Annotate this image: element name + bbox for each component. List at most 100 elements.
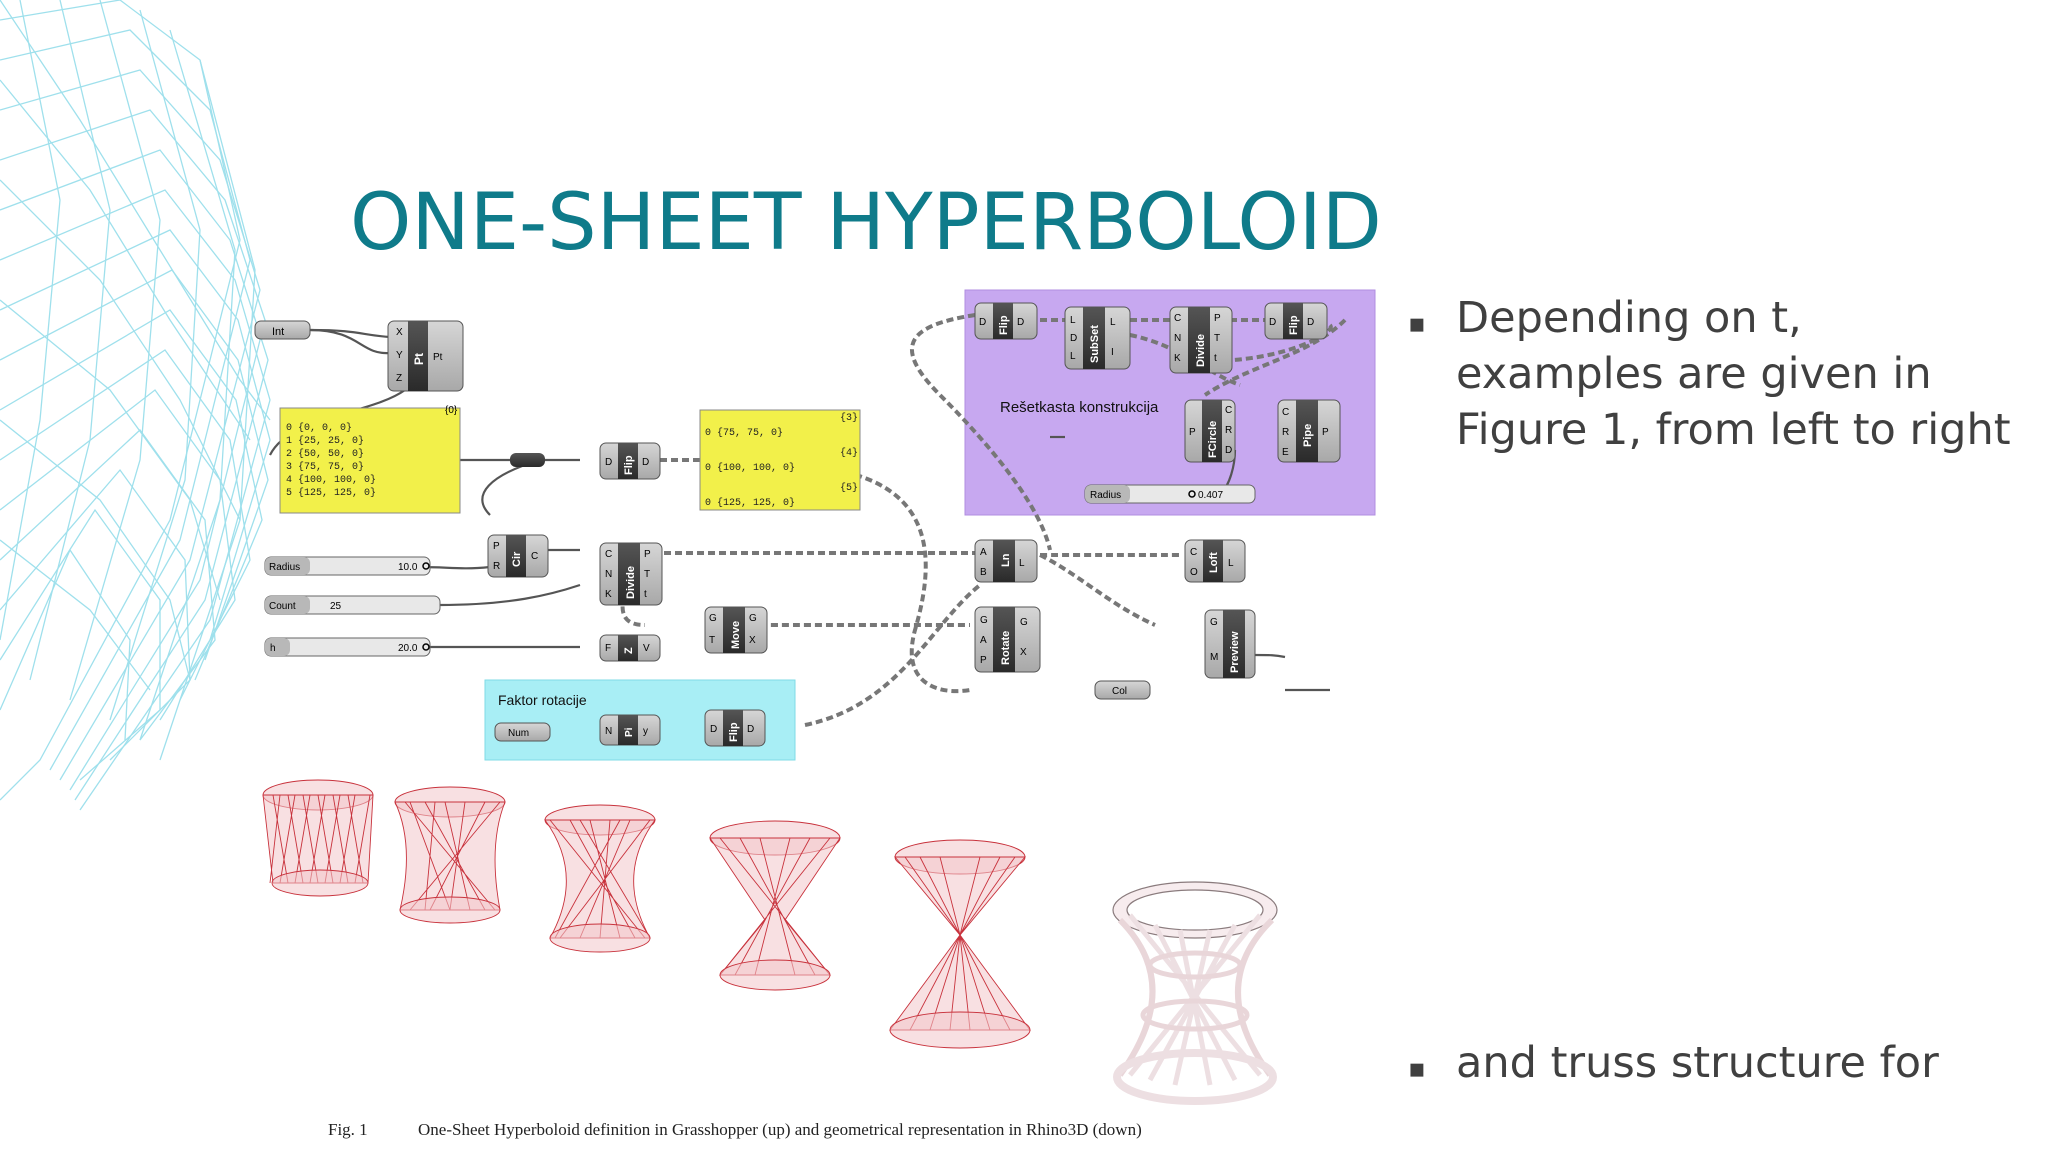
- group-purple-label: Rešetkasta konstrukcija: [1000, 399, 1159, 416]
- svg-text:2 {50, 50, 0}: 2 {50, 50, 0}: [286, 448, 364, 460]
- svg-text:G: G: [749, 613, 757, 624]
- svg-text:Flip: Flip: [998, 315, 1010, 335]
- svg-text:T: T: [709, 635, 715, 646]
- svg-text:D: D: [1017, 317, 1024, 328]
- z-component[interactable]: F V Z: [599, 634, 661, 662]
- cir-component[interactable]: P R C Cir: [487, 534, 549, 578]
- divide-component[interactable]: C N K P T t Divide: [599, 542, 663, 606]
- num-param[interactable]: Num: [494, 722, 551, 742]
- svg-text:L: L: [1070, 351, 1076, 362]
- render-hyperboloid-5: [889, 839, 1031, 1049]
- svg-text:0 {75, 75, 0}: 0 {75, 75, 0}: [705, 427, 783, 439]
- subset-component[interactable]: L D L L I SubSet: [1064, 306, 1131, 370]
- rotate-component[interactable]: G A P G X Rotate: [974, 606, 1041, 673]
- render-hyperboloid-4: [709, 820, 841, 991]
- pipe-radius-slider[interactable]: Radius 0.407: [1084, 484, 1256, 504]
- ln-component[interactable]: A B L Ln: [974, 539, 1038, 583]
- figure-caption-text: One-Sheet Hyperboloid definition in Gras…: [418, 1120, 1142, 1139]
- svg-text:D: D: [710, 724, 717, 735]
- svg-text:L: L: [1070, 315, 1076, 326]
- svg-text:Pt: Pt: [433, 352, 443, 363]
- count-slider[interactable]: Count 25: [264, 595, 441, 615]
- fcircle-component[interactable]: P C R D FCircle: [1184, 399, 1236, 463]
- svg-text:Flip: Flip: [1288, 315, 1300, 335]
- svg-text:R: R: [1282, 427, 1289, 438]
- svg-text:Z: Z: [396, 373, 402, 384]
- flip-component-1[interactable]: D D Flip: [599, 442, 661, 480]
- svg-text:Flip: Flip: [728, 722, 740, 742]
- svg-text:1 {25, 25, 0}: 1 {25, 25, 0}: [286, 435, 364, 447]
- svg-text:G: G: [1020, 617, 1028, 628]
- svg-text:R: R: [493, 561, 500, 572]
- svg-text:M: M: [1210, 652, 1218, 663]
- svg-text:P: P: [1322, 427, 1329, 438]
- svg-text:D: D: [605, 457, 612, 468]
- svg-text:Col: Col: [1112, 686, 1127, 697]
- svg-text:{4}: {4}: [840, 447, 858, 459]
- svg-text:{0}: {0}: [445, 405, 458, 416]
- svg-text:D: D: [979, 317, 986, 328]
- figure-grasshopper-rhino: Rešetkasta konstrukcija Faktor rotacije: [254, 289, 1376, 1139]
- svg-text:G: G: [980, 615, 988, 626]
- svg-text:Int: Int: [272, 326, 284, 338]
- svg-text:V: V: [643, 643, 650, 654]
- figure-caption-label: Fig. 1: [328, 1120, 368, 1139]
- col-param[interactable]: Col: [1094, 680, 1151, 700]
- render-truss-structure: [1112, 881, 1278, 1105]
- svg-text:D: D: [1225, 445, 1232, 456]
- svg-text:Preview: Preview: [1229, 631, 1241, 673]
- svg-text:{3}: {3}: [840, 412, 858, 424]
- svg-text:Loft: Loft: [1208, 552, 1220, 573]
- svg-text:10.0: 10.0: [398, 562, 418, 573]
- bullet-line: examples are given in: [1456, 349, 1932, 399]
- svg-text:5 {125, 125, 0}: 5 {125, 125, 0}: [286, 487, 376, 499]
- flip-component-3[interactable]: D D Flip: [974, 302, 1038, 340]
- bullet-marker: ▪: [1408, 309, 1426, 339]
- svg-text:T: T: [1214, 333, 1220, 344]
- flip-component-2[interactable]: D D Flip: [704, 709, 766, 747]
- move-component[interactable]: G T G X Move: [704, 606, 768, 654]
- svg-text:R: R: [1225, 425, 1232, 436]
- pipe-component[interactable]: C R E P Pipe: [1277, 399, 1341, 463]
- svg-text:P: P: [980, 655, 987, 666]
- panel-right[interactable]: {3} 0 {75, 75, 0} {4} 0 {100, 100, 0} {5…: [699, 409, 861, 511]
- svg-text:P: P: [1189, 427, 1196, 438]
- h-slider[interactable]: h 20.0: [264, 637, 431, 657]
- svg-text:SubSet: SubSet: [1089, 325, 1101, 363]
- svg-text:D: D: [642, 457, 649, 468]
- svg-text:{5}: {5}: [840, 482, 858, 494]
- pt-component[interactable]: X Y Z Pt Pt: [387, 320, 464, 392]
- svg-text:Flip: Flip: [623, 455, 635, 475]
- svg-text:C: C: [531, 551, 538, 562]
- render-hyperboloid-3: [544, 804, 656, 953]
- bullet-marker: ▪: [1408, 1054, 1426, 1084]
- svg-text:Num: Num: [508, 728, 529, 739]
- panel-left[interactable]: {0} 0 {0, 0, 0} 1 {25, 25, 0} 2 {50, 50,…: [279, 405, 461, 514]
- svg-text:Y: Y: [396, 350, 403, 361]
- svg-text:FCircle: FCircle: [1207, 421, 1219, 458]
- svg-text:C: C: [1190, 547, 1197, 558]
- svg-text:L: L: [1228, 558, 1234, 569]
- relay-node: [510, 453, 545, 467]
- loft-component[interactable]: C O L Loft: [1184, 539, 1246, 583]
- divide-component-2[interactable]: C N K P T t Divide: [1169, 306, 1233, 374]
- svg-text:Count: Count: [269, 601, 296, 612]
- bullet-line: Depending on t,: [1456, 293, 1802, 343]
- svg-text:D: D: [1070, 333, 1077, 344]
- svg-text:N: N: [605, 569, 612, 580]
- svg-text:Ln: Ln: [1000, 553, 1012, 567]
- flip-component-4[interactable]: D D Flip: [1264, 302, 1328, 340]
- svg-text:0.407: 0.407: [1198, 490, 1223, 501]
- svg-text:4 {100, 100, 0}: 4 {100, 100, 0}: [286, 474, 376, 486]
- svg-text:C: C: [1225, 405, 1232, 416]
- preview-component[interactable]: G M Preview: [1204, 609, 1256, 679]
- pi-component[interactable]: N y Pi: [599, 714, 661, 746]
- svg-text:C: C: [1282, 407, 1289, 418]
- int-component[interactable]: Int: [254, 320, 311, 340]
- svg-text:L: L: [1110, 317, 1116, 328]
- svg-text:Divide: Divide: [1195, 334, 1207, 367]
- svg-text:N: N: [1174, 333, 1181, 344]
- svg-text:K: K: [1174, 353, 1181, 364]
- radius-slider[interactable]: Radius 10.0: [264, 556, 431, 576]
- render-hyperboloid-2: [394, 786, 506, 924]
